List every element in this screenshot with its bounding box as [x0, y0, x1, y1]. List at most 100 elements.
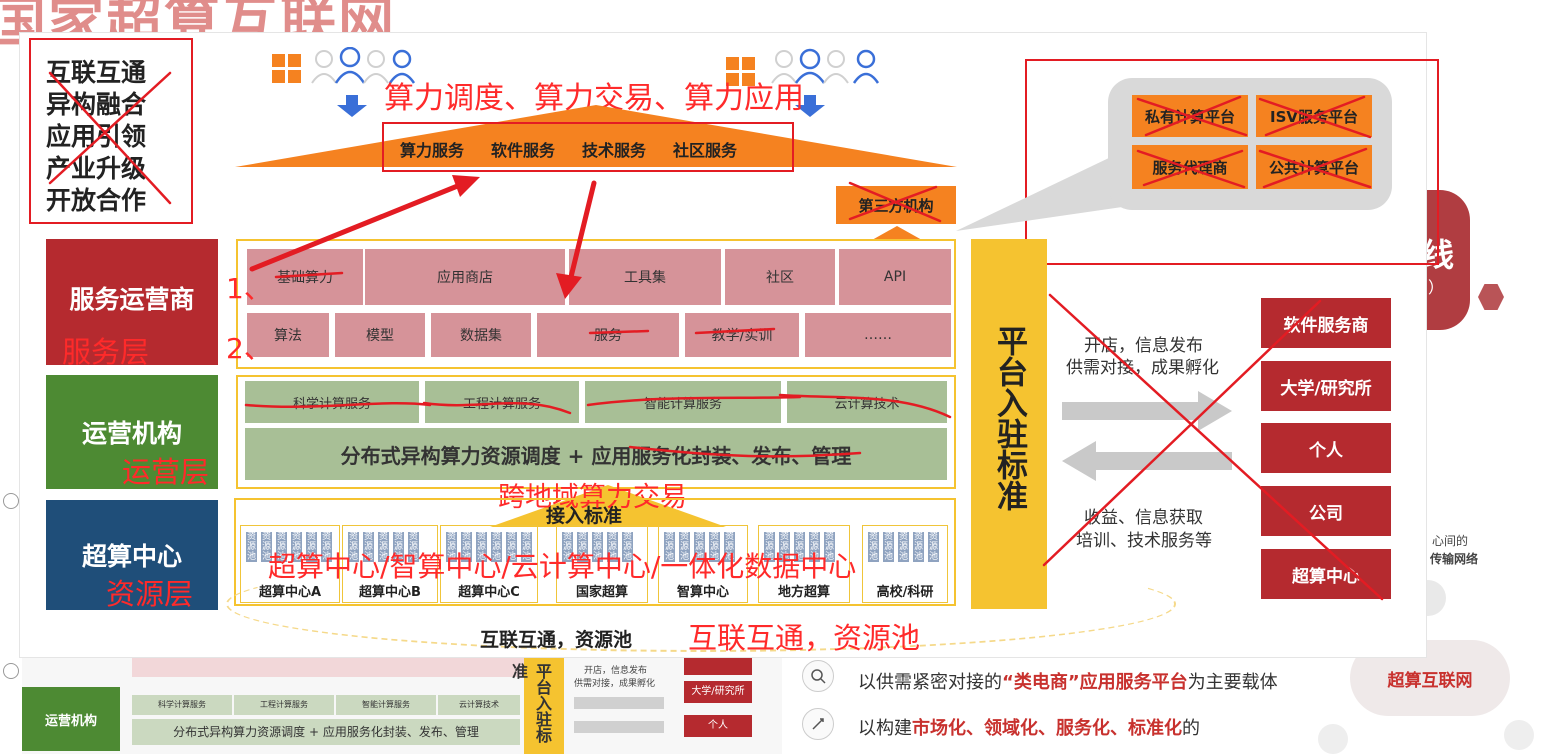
resource-pool-chip: 资源池 — [520, 531, 533, 563]
background-thumbnail: 运营机构 科学计算服务 工程计算服务 智能计算服务 云计算技术 分布式异构算力资… — [22, 657, 782, 754]
top-service-item: 技术服务 — [582, 141, 647, 160]
background-right-panel-sub: ） — [1428, 278, 1445, 297]
resource-pool-chip: 资源池 — [475, 531, 488, 563]
resource-pool-chip: 资源池 — [245, 531, 258, 563]
users-icon — [771, 48, 880, 84]
service-cell: …… — [804, 312, 952, 358]
top-service-item: 算力服务 — [400, 141, 465, 160]
resource-pool-chip: 资源池 — [362, 531, 375, 563]
entity-supercomputing-center: 超算中心 — [1261, 549, 1391, 599]
platform-standard-column: 平台入驻标准 — [971, 239, 1047, 609]
tool-icon[interactable] — [802, 708, 834, 740]
top-service-item: 社区服务 — [673, 141, 738, 160]
operations-bar: 分布式异构算力资源调度 + 应用服务化封装、发布、管理 — [244, 427, 948, 481]
cross-region-annotation: 跨地域算力交易 — [498, 482, 687, 513]
left-notes-box — [29, 38, 193, 224]
service-cell: 数据集 — [430, 312, 532, 358]
layer-supercomputing: 超算中心 — [46, 500, 218, 610]
resource-pool-chip: 资源池 — [305, 531, 318, 563]
thumb-green-cell: 科学计算服务 — [132, 695, 232, 715]
thumb-arrow — [574, 721, 664, 733]
background-radio-dot — [3, 493, 19, 509]
resource-pool-chip: 资源池 — [290, 531, 303, 563]
background-mid-note-1: 心间的 — [1432, 534, 1469, 548]
resource-pool-chip: 资源池 — [275, 531, 288, 563]
arrow-top-text-1: 开店，信息发布 — [1084, 336, 1203, 356]
bottom-text-2-pre: 以构建 — [858, 718, 912, 739]
up-arrow-icon — [872, 226, 922, 240]
bottom-caption: 互联互通，资源池 — [480, 629, 633, 651]
left-note: 应用引领 — [46, 122, 147, 151]
thumb-text-1: 开店，信息发布 — [584, 666, 648, 676]
background-mid-note-2: 传输网络 — [1430, 552, 1479, 566]
service-cell: 算法 — [246, 312, 330, 358]
access-standard: 接入标准 — [546, 505, 623, 527]
thumb-green-cell: 智能计算服务 — [336, 695, 436, 715]
share-icon[interactable] — [1504, 720, 1534, 750]
thumb-arrow — [574, 697, 664, 709]
app-grid-icon — [726, 57, 756, 87]
hand-mark-2: 2、 — [226, 332, 272, 365]
operations-cell: 云计算技术 — [786, 380, 948, 424]
bubble-tail — [956, 145, 1136, 231]
top-service-item: 软件服务 — [491, 141, 556, 160]
service-cell: API — [838, 248, 952, 306]
thumb-red-cell: 大学/研究所 — [684, 681, 752, 703]
left-note: 互联互通 — [46, 58, 147, 87]
service-cell: 工具集 — [568, 248, 722, 306]
thumb-red-cell — [684, 657, 752, 675]
annotation-overlay — [48, 71, 1384, 601]
slide: 互联互通 异构融合 应用引领 产业升级 开放合作 算力调度、算力交易、算力应用 — [20, 33, 1439, 657]
left-arrow-icon — [1062, 441, 1232, 481]
hand-mark-1: 1、 — [226, 272, 272, 305]
service-roof — [235, 105, 957, 167]
arrow-bottom-text-2: 培训、技术服务等 — [1076, 531, 1212, 551]
service-cell: 教学/实训 — [684, 312, 800, 358]
thumb-platform: 平台入驻标准 — [509, 657, 564, 754]
resource-pool-chip: 资源池 — [347, 531, 360, 563]
slideshow-icon[interactable] — [1318, 724, 1348, 754]
resource-pool-chip: 资源池 — [897, 531, 910, 563]
service-cell: 社区 — [724, 248, 836, 306]
thumb-text-2: 供需对接，成果孵化 — [574, 679, 656, 689]
resource-pool-chip: 资源池 — [260, 531, 273, 563]
resource-pool-chip: 资源池 — [460, 531, 473, 563]
entity-individual: 个人 — [1261, 423, 1391, 473]
left-note: 异构融合 — [46, 90, 147, 119]
annotation-resource-layer: 资源层 — [106, 577, 194, 611]
annotation-service-layer: 服务层 — [62, 335, 150, 369]
resource-pool-chip: 资源池 — [490, 531, 503, 563]
background-bottom-text-1: 以供需紧密对接的“类电商”应用服务平台为主要载体 — [858, 668, 1278, 694]
operations-cell: 科学计算服务 — [244, 380, 420, 424]
left-notes: 互联互通 异构融合 应用引领 产业升级 开放合作 — [46, 57, 146, 217]
resource-pool-chip: 资源池 — [320, 531, 333, 563]
bottom-text-1-highlight: “类电商”应用服务平台 — [1002, 672, 1188, 693]
arrow-top-text-2: 供需对接，成果孵化 — [1066, 358, 1219, 378]
layer-operations: 运营机构 — [46, 375, 218, 489]
right-arrow-icon — [1062, 391, 1232, 431]
bottom-text-1-pre: 以供需紧密对接的 — [858, 672, 1002, 693]
bottom-text-1-post: 为主要载体 — [1187, 672, 1278, 693]
top-services-box — [382, 122, 794, 172]
down-arrow-icon — [795, 95, 825, 117]
hexagon-icon — [1478, 284, 1504, 310]
service-cell: 模型 — [334, 312, 426, 358]
thumb-red-cell: 个人 — [684, 715, 752, 737]
thumb-green-cell: 工程计算服务 — [234, 695, 334, 715]
layer-service-operator: 服务运营商 — [46, 239, 218, 365]
bottom-annotation: 互联互通，资源池 — [688, 621, 921, 655]
thumb-green-cell: 云计算技术 — [438, 695, 520, 715]
bubble-frame — [1025, 59, 1439, 265]
resource-pool-chip: 资源池 — [392, 531, 405, 563]
thumb-green-bar: 分布式异构算力资源调度 + 应用服务化封装、发布、管理 — [132, 719, 520, 745]
access-arrow — [490, 485, 726, 527]
background-bottom-text-2: 以构建市场化、领域化、服务化、标准化的 — [858, 714, 1200, 740]
entity-university: 大学/研究所 — [1261, 361, 1391, 411]
background-badge-text: 超算互联网 — [1387, 670, 1473, 691]
top-services: 算力服务 软件服务 技术服务 社区服务 — [400, 137, 737, 161]
annotation-operations-layer: 运营层 — [122, 455, 210, 489]
entity-software-vendor: 软件服务商 — [1261, 298, 1391, 348]
thumb-green-label: 运营机构 — [22, 687, 120, 751]
background-radio-dot — [3, 663, 19, 679]
zoom-icon[interactable] — [802, 660, 834, 692]
